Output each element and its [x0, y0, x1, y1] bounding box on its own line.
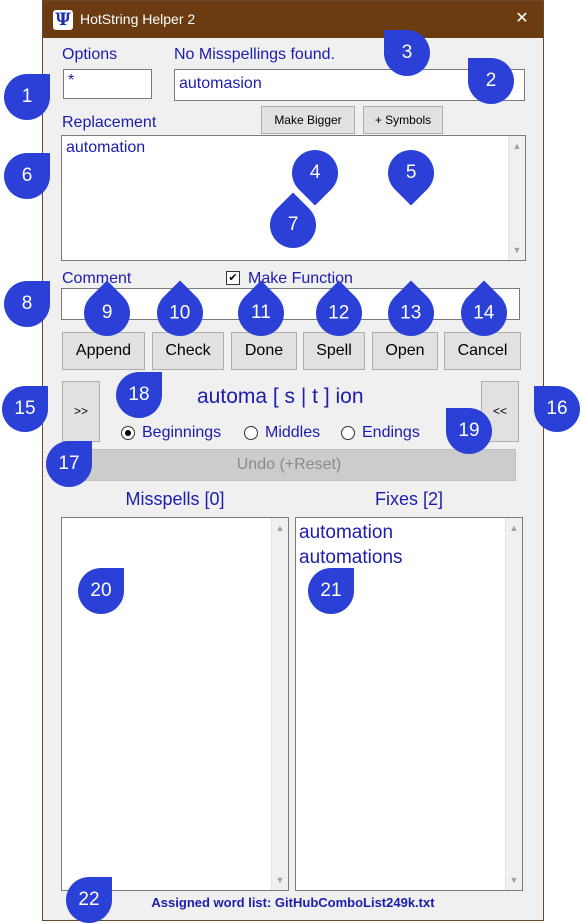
- comment-label: Comment: [62, 270, 132, 287]
- marker-19: 19: [446, 408, 492, 454]
- marker-22: 22: [66, 877, 112, 923]
- options-label: Options: [62, 46, 118, 63]
- open-button[interactable]: Open: [372, 332, 438, 370]
- spell-button[interactable]: Spell: [303, 332, 365, 370]
- misspells-scrollbar[interactable]: ▲ ▼: [271, 518, 288, 890]
- marker-3: 3: [384, 30, 430, 76]
- options-input[interactable]: *: [63, 69, 152, 99]
- scroll-down-icon[interactable]: ▼: [509, 875, 519, 885]
- word-view-display: automa [ s | t ] ion: [197, 385, 364, 408]
- shift-right-button[interactable]: >>: [62, 381, 100, 442]
- misspelling-status: No Misspellings found.: [174, 46, 335, 63]
- fixes-scrollbar[interactable]: ▲ ▼: [505, 518, 522, 890]
- list-item[interactable]: automation: [299, 522, 394, 543]
- endings-label: Endings: [362, 424, 420, 441]
- check-button[interactable]: Check: [152, 332, 224, 370]
- marker-1: 1: [4, 74, 50, 120]
- symbols-button[interactable]: + Symbols: [363, 106, 443, 134]
- trigger-input[interactable]: automasion: [174, 69, 525, 101]
- middles-label: Middles: [265, 424, 321, 441]
- scroll-down-icon[interactable]: ▼: [275, 875, 285, 885]
- marker-18: 18: [116, 372, 162, 418]
- misspells-header: Misspells [0]: [125, 489, 225, 509]
- replacement-text: automation: [66, 139, 146, 156]
- done-button[interactable]: Done: [231, 332, 297, 370]
- scroll-up-icon[interactable]: ▲: [509, 523, 519, 533]
- make-bigger-button[interactable]: Make Bigger: [261, 106, 355, 134]
- scroll-up-icon[interactable]: ▲: [512, 141, 522, 151]
- beginnings-label: Beginnings: [142, 424, 222, 441]
- marker-15: 15: [2, 386, 48, 432]
- marker-16: 16: [534, 386, 580, 432]
- close-icon[interactable]: ✕: [515, 10, 529, 27]
- marker-2: 2: [468, 58, 514, 104]
- scroll-down-icon[interactable]: ▼: [512, 245, 522, 255]
- comment-input[interactable]: [61, 288, 520, 320]
- list-item[interactable]: automations: [299, 547, 403, 568]
- client-area: Options * No Misspellings found. automas…: [43, 38, 543, 920]
- replacement-scrollbar[interactable]: ▲ ▼: [508, 136, 525, 260]
- marker-21: 21: [308, 568, 354, 614]
- radio-endings[interactable]: [341, 426, 355, 440]
- psi-app-icon: Ψ: [53, 10, 73, 30]
- radio-beginnings[interactable]: [121, 426, 135, 440]
- cancel-button[interactable]: Cancel: [444, 332, 521, 370]
- title-bar: Ψ HotString Helper 2 ✕: [43, 1, 543, 38]
- marker-20: 20: [78, 568, 124, 614]
- replacement-label: Replacement: [62, 114, 157, 131]
- radio-middles[interactable]: [244, 426, 258, 440]
- undo-reset-button[interactable]: Undo (+Reset): [62, 449, 516, 481]
- make-function-checkbox[interactable]: ✔: [226, 271, 240, 285]
- marker-17: 17: [46, 441, 92, 487]
- append-button[interactable]: Append: [62, 332, 145, 370]
- make-function-label: Make Function: [248, 270, 353, 287]
- assigned-word-list: Assigned word list: GitHubComboList249k.…: [151, 895, 435, 910]
- hotstring-helper-window: Ψ HotString Helper 2 ✕ Options * No Miss…: [42, 0, 544, 921]
- window-title: HotString Helper 2: [80, 11, 196, 27]
- marker-8: 8: [4, 281, 50, 327]
- fixes-header: Fixes [2]: [374, 489, 444, 509]
- marker-6: 6: [4, 153, 50, 199]
- scroll-up-icon[interactable]: ▲: [275, 523, 285, 533]
